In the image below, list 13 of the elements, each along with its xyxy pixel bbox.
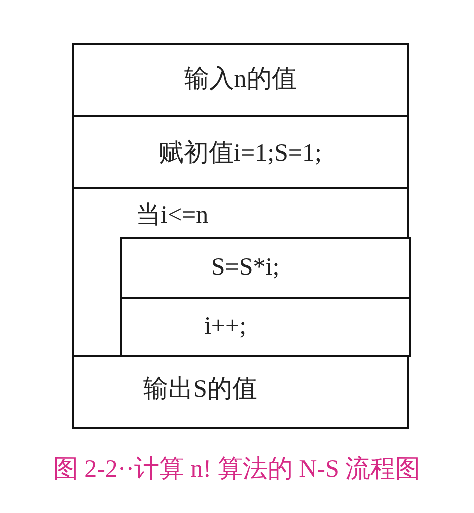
- statement-text: i++;: [204, 312, 247, 342]
- process-block: [120, 237, 411, 299]
- statement-text: 输入n的值: [184, 65, 297, 95]
- figure-caption: 图 2-2··计算 n! 算法的 N-S 流程图: [52, 454, 422, 485]
- statement-text: 赋初值i=1;S=1;: [159, 139, 322, 169]
- process-block: [72, 43, 409, 117]
- statement-text: 输出S的值: [144, 375, 258, 405]
- process-block: [72, 355, 409, 429]
- statement-text: S=S*i;: [211, 253, 280, 283]
- process-block: [120, 297, 411, 357]
- loop-condition: 当i<=n: [136, 201, 209, 231]
- loop-block: [72, 187, 409, 357]
- process-block: [72, 115, 409, 189]
